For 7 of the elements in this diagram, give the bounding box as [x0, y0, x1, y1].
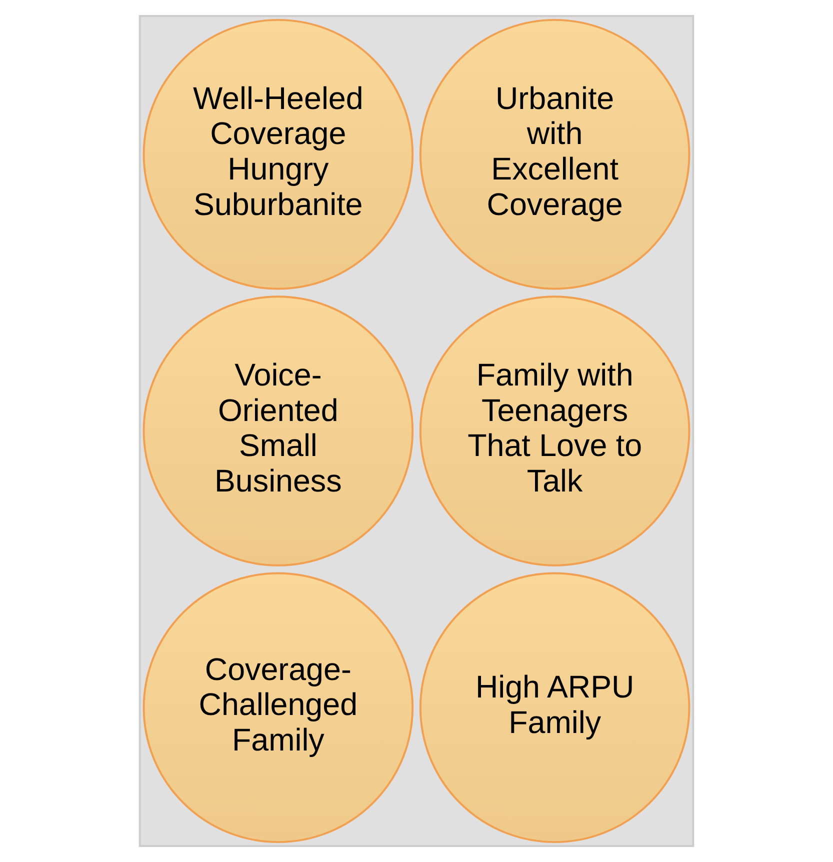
node-circle: Coverage-Challenged Family — [142, 572, 414, 844]
node-circle: Urbanite with Excellent Coverage — [419, 18, 690, 290]
node-circle: Family with Teenagers That Love to Talk — [419, 296, 690, 566]
cluster — [138, 15, 694, 847]
node-circle: High ARPU Family — [419, 572, 690, 844]
node-circle: Voice-Oriented Small Business — [142, 296, 414, 566]
node-circle: Well-Heeled Coverage Hungry Suburbanite — [142, 18, 414, 290]
